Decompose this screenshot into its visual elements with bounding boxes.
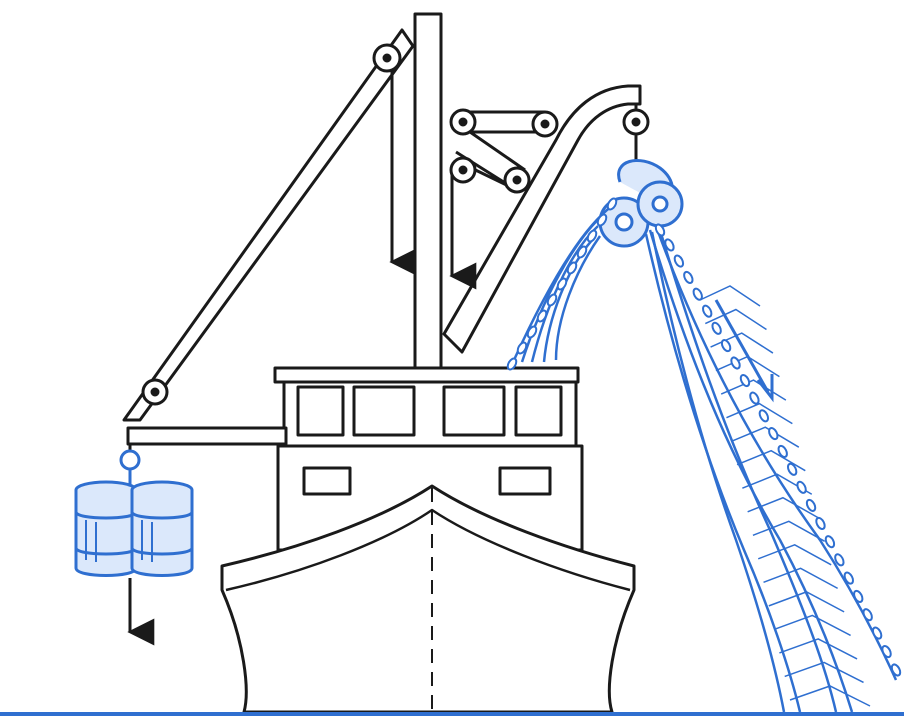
left-boom bbox=[124, 30, 413, 420]
cork-float bbox=[566, 261, 578, 275]
pulley bbox=[624, 110, 648, 134]
mast bbox=[415, 14, 441, 368]
rigging bbox=[124, 30, 648, 420]
cork-float bbox=[824, 535, 836, 549]
cork-float bbox=[758, 409, 770, 423]
cork-float bbox=[748, 391, 760, 405]
cork-float bbox=[862, 608, 874, 622]
cork-float bbox=[701, 304, 713, 318]
cork-float bbox=[526, 325, 538, 339]
cork-float bbox=[890, 663, 902, 677]
mesh-strand bbox=[716, 357, 780, 377]
deckhouse-port-left bbox=[304, 468, 350, 494]
mesh-strand bbox=[700, 286, 760, 306]
pulley bbox=[143, 380, 167, 404]
mesh-strand bbox=[758, 545, 831, 565]
mesh-strand bbox=[732, 427, 799, 447]
cork-float bbox=[871, 626, 883, 640]
deckhouse-port-right bbox=[500, 468, 550, 494]
cork-float-line-out bbox=[654, 223, 902, 677]
cork-float bbox=[777, 444, 789, 458]
pulley bbox=[451, 158, 475, 182]
cork-float bbox=[730, 356, 742, 370]
drum-left bbox=[76, 482, 136, 576]
cork-float bbox=[682, 271, 694, 285]
cork-float bbox=[720, 339, 732, 353]
cork-float bbox=[673, 254, 685, 268]
pulley bbox=[374, 45, 400, 71]
drum-pulley bbox=[121, 451, 139, 469]
net-out bbox=[646, 226, 896, 712]
cork-float bbox=[852, 589, 864, 603]
cork-float bbox=[881, 645, 893, 659]
boat bbox=[128, 14, 634, 712]
pulley bbox=[451, 110, 475, 134]
pulley bbox=[533, 112, 557, 136]
cork-float bbox=[711, 321, 723, 335]
cork-float bbox=[692, 287, 704, 301]
cork-float bbox=[786, 462, 798, 476]
cork-float bbox=[796, 480, 808, 494]
drum-right bbox=[132, 482, 192, 576]
drum-boom bbox=[128, 428, 286, 444]
cork-float bbox=[767, 427, 779, 441]
cork-float bbox=[815, 517, 827, 531]
cork-float bbox=[805, 498, 817, 512]
pulley bbox=[505, 168, 529, 192]
wheelhouse-roof bbox=[275, 368, 578, 382]
cork-float bbox=[843, 571, 855, 585]
